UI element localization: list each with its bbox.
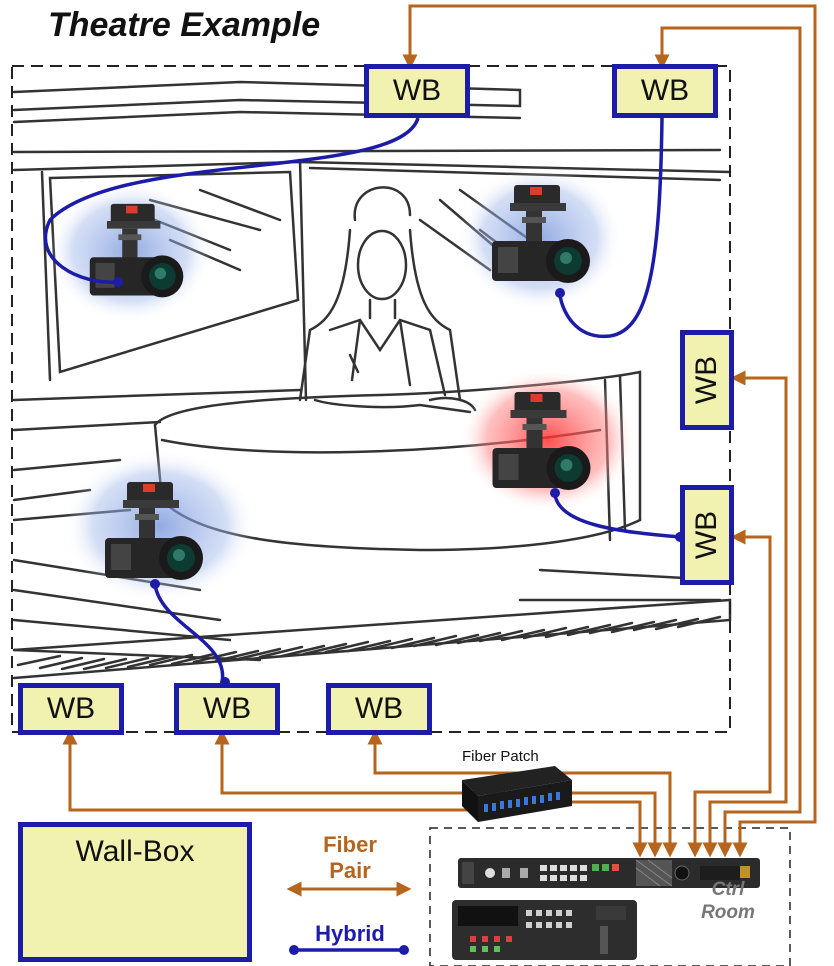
ctrl-room-label: Ctrl Room	[701, 879, 755, 923]
wall-box-bottom-center: WB	[174, 683, 280, 735]
fiber-cables	[70, 4, 817, 850]
ctrl-room-boundary	[429, 827, 791, 966]
wall-box-bottom-right: WB	[326, 683, 432, 735]
wall-box-label: WB	[46, 692, 96, 725]
diagram-title: Theatre Example	[48, 6, 321, 44]
wall-box-bottom-left: WB	[18, 683, 124, 735]
camera-live-red	[460, 368, 636, 512]
wall-box-top-center: WB	[364, 64, 470, 118]
legend-fiber-pair-label: Fiber Pair	[323, 832, 377, 883]
wall-box-right-upper: WB	[680, 330, 734, 430]
wall-box-panel: Wall-Box	[18, 822, 252, 962]
wall-box-label: WB	[690, 355, 724, 405]
camera-bottom-left	[64, 450, 256, 602]
camera-top-right	[458, 166, 622, 310]
camera-top-left	[48, 182, 212, 322]
wall-box-label: WB	[640, 74, 690, 107]
wall-box-top-right: WB	[612, 64, 718, 118]
news-anchor-sketch	[298, 186, 477, 414]
legend-hybrid-line	[289, 945, 409, 955]
wall-box-right-lower: WB	[680, 485, 734, 585]
legend-hybrid-label: Hybrid	[315, 921, 385, 946]
fiber-patch-panel-icon	[462, 766, 572, 822]
wall-box-label: WB	[354, 692, 404, 725]
wall-box-panel-title: Wall-Box	[75, 835, 195, 868]
wall-box-label: WB	[690, 510, 724, 560]
wall-box-label: WB	[392, 74, 442, 107]
atem-switcher-icon	[452, 858, 760, 960]
wall-box-label: WB	[202, 692, 252, 725]
fiber-patch-label: Fiber Patch	[462, 748, 539, 765]
